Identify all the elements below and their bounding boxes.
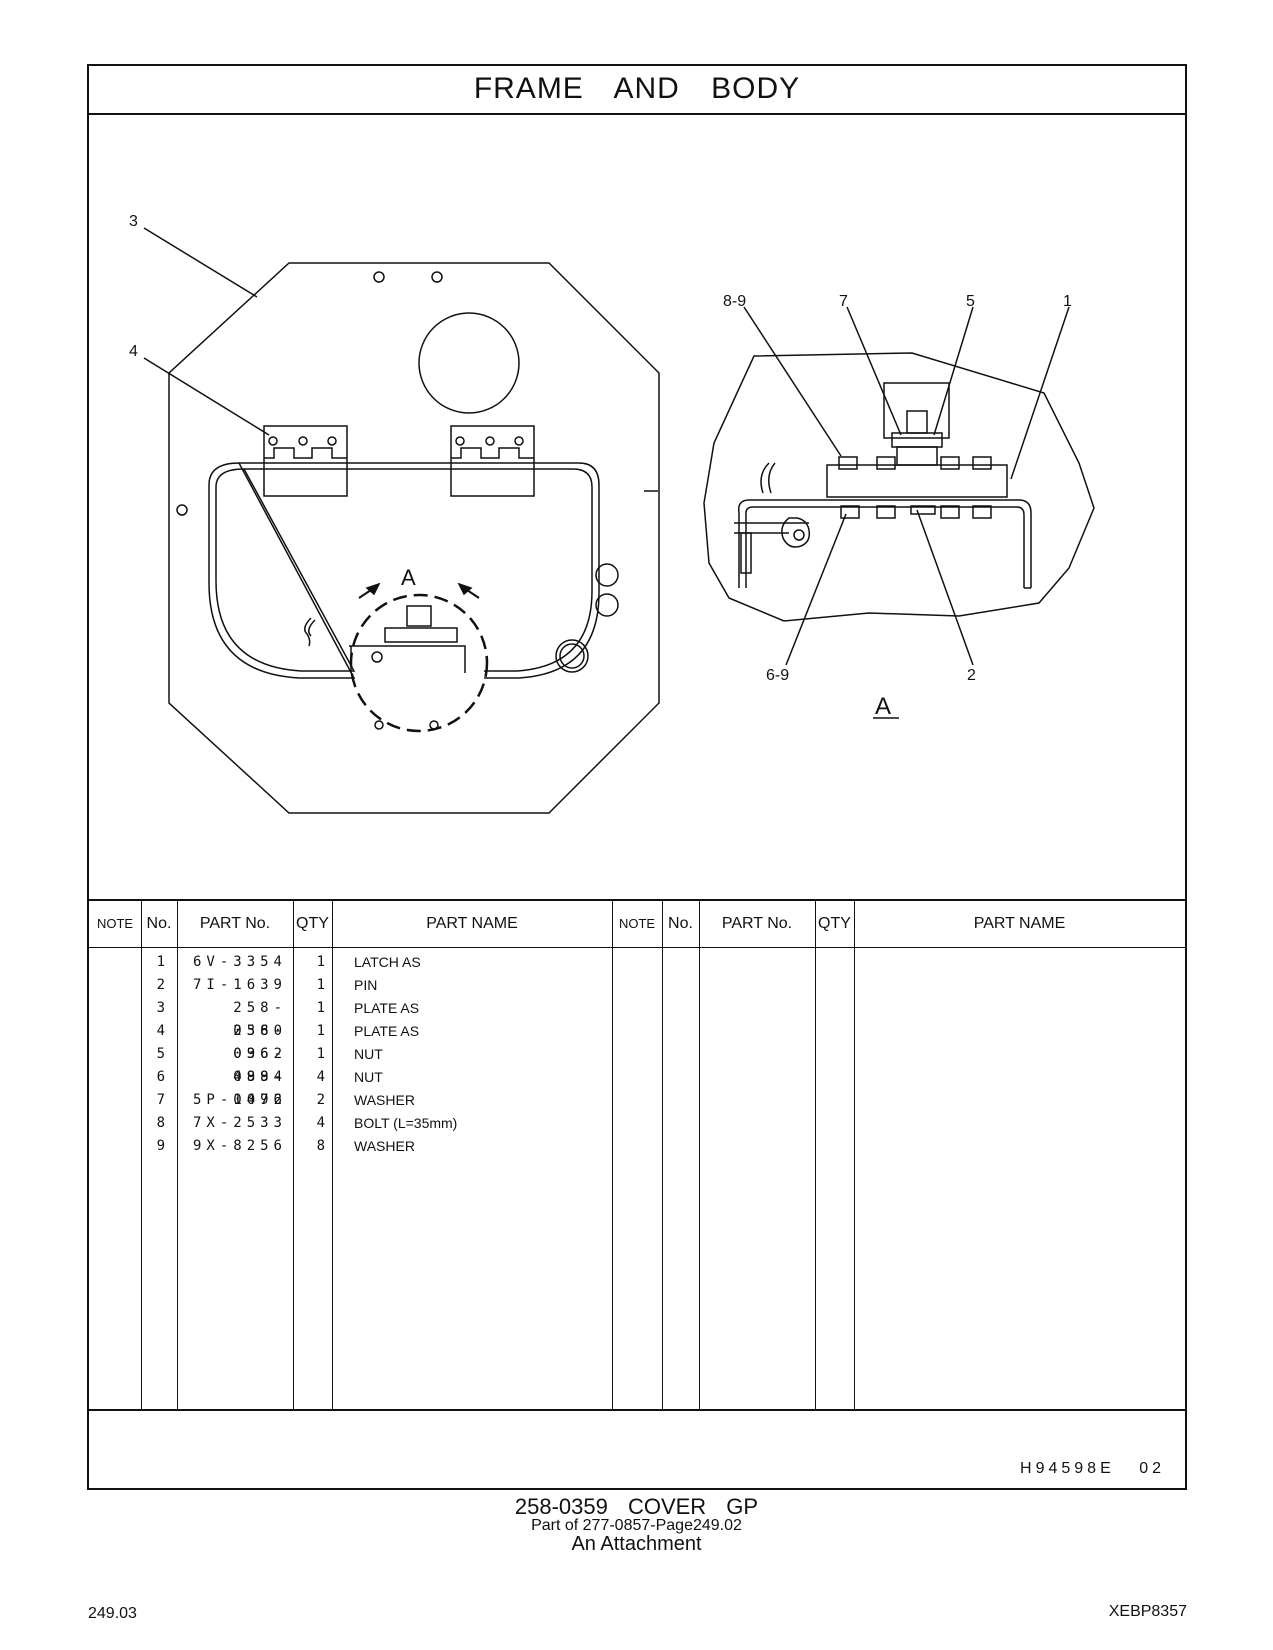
detail-arrow-label: A xyxy=(401,565,416,590)
header-no-right: No. xyxy=(668,915,693,932)
callout-8-9: 8-9 xyxy=(723,293,747,310)
header-note-right: NOTE xyxy=(618,916,656,931)
leader-1 xyxy=(1010,306,1070,480)
detail-circle-a xyxy=(349,593,489,733)
callout-2: 2 xyxy=(967,667,976,684)
page-title: FRAME AND BODY xyxy=(89,66,1185,115)
leader-3 xyxy=(143,227,258,298)
hinge-left xyxy=(263,425,348,497)
header-qty-left: QTY xyxy=(296,915,329,932)
callout-4: 4 xyxy=(129,343,138,360)
callout-7: 7 xyxy=(839,293,848,310)
leader-5 xyxy=(933,306,974,436)
exploded-view-drawing xyxy=(143,227,1095,814)
header-note-left: NOTE xyxy=(96,916,134,931)
attachment-label: An Attachment xyxy=(571,1533,702,1555)
drawing-code: H94598E 02 xyxy=(1020,1460,1165,1477)
group-title: 258-0359 COVER GP xyxy=(514,1494,759,1519)
cover-opening xyxy=(208,462,600,679)
leader-8-9 xyxy=(743,306,842,457)
leader-7 xyxy=(846,306,902,436)
header-part-no-right: PART No. xyxy=(721,915,793,932)
page-number: 249.03 xyxy=(88,1605,137,1622)
header-qty-right: QTY xyxy=(818,915,851,932)
header-part-no-left: PART No. xyxy=(199,915,271,932)
view-a-label: A xyxy=(875,693,892,720)
leader-4 xyxy=(143,357,270,436)
leader-6-9 xyxy=(785,513,847,666)
header-part-name-left: PART NAME xyxy=(426,915,518,932)
leader-2 xyxy=(916,509,974,666)
parts-illustration: 3 4 8-9 7 5 1 6-9 2 A A xyxy=(89,113,1185,903)
callout-3: 3 xyxy=(129,213,138,230)
callout-6-9: 6-9 xyxy=(766,667,790,684)
hinge-right xyxy=(450,425,535,497)
document-code: XEBP8357 xyxy=(1108,1603,1187,1620)
header-no-left: No. xyxy=(146,915,172,932)
detail-a-outline xyxy=(703,352,1095,622)
callout-1: 1 xyxy=(1063,293,1072,310)
part-of-reference: Part of 277-0857-Page249.02 xyxy=(531,1517,742,1534)
parts-table: NOTE No. PART No. QTY PART NAME NOTE No.… xyxy=(89,899,1185,1411)
header-part-name-right: PART NAME xyxy=(973,915,1066,932)
callout-5: 5 xyxy=(966,293,975,310)
cover-plate-outline xyxy=(168,262,660,814)
page-frame: FRAME AND BODY xyxy=(87,64,1187,1490)
